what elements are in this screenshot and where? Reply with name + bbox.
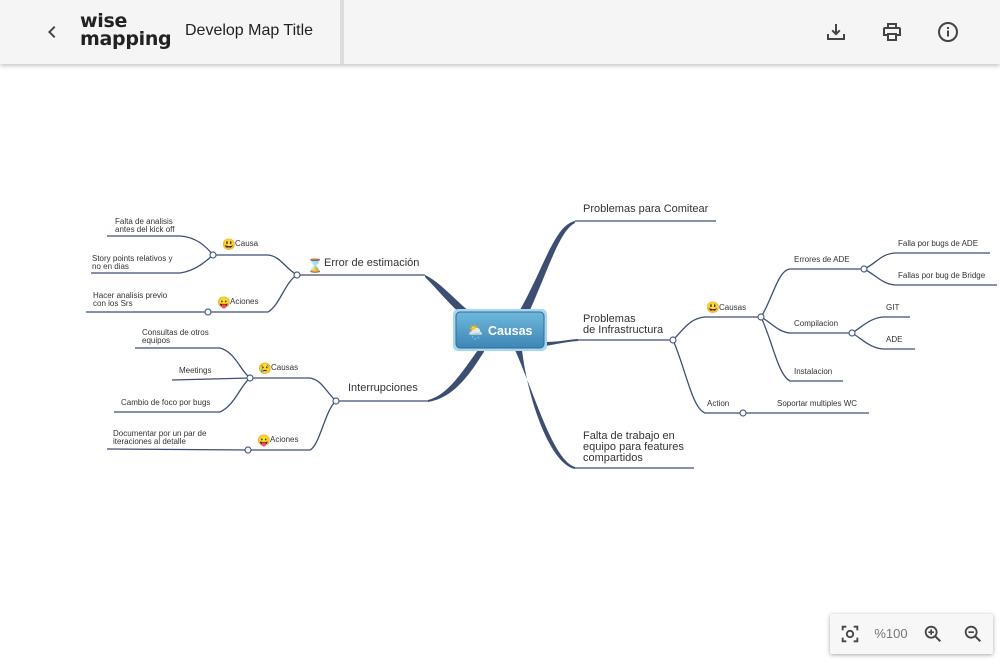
topic-interrupciones[interactable]: Interrupciones bbox=[348, 382, 418, 394]
topic-consultas-1[interactable]: Consultas de otros bbox=[142, 328, 209, 337]
topic-infra-causas[interactable]: Causas bbox=[719, 303, 746, 312]
topic-falla-bugs-ade[interactable]: Falla por bugs de ADE bbox=[898, 239, 978, 248]
hourglass-icon: ⌛ bbox=[307, 258, 323, 273]
top-toolbar: wise mapping Develop Map Title bbox=[0, 0, 1000, 64]
topic-falta-analisis-1[interactable]: Falta de analisis bbox=[115, 217, 173, 226]
topic-infra-line2[interactable]: de Infrastructura bbox=[583, 324, 664, 336]
topic-story-points-1[interactable]: Story points relativos y bbox=[92, 254, 172, 263]
logo-line-1: wise bbox=[80, 10, 128, 32]
topic-hacer-analisis-1[interactable]: Hacer analisis previo bbox=[93, 291, 168, 300]
topic-est-aciones[interactable]: Aciones bbox=[230, 297, 258, 306]
topic-est-causa[interactable]: Causa bbox=[235, 239, 259, 248]
print-button[interactable] bbox=[878, 18, 906, 46]
mindmap-canvas[interactable]: 🌦️ Causas Problemas para Comitear Proble… bbox=[0, 64, 1000, 664]
mindmap-svg: 🌦️ Causas Problemas para Comitear Proble… bbox=[86, 203, 997, 469]
export-button[interactable] bbox=[822, 18, 850, 46]
back-button[interactable] bbox=[38, 18, 66, 46]
zoom-out-icon bbox=[964, 625, 982, 643]
est-aciones-emoji: 😛 bbox=[217, 296, 231, 309]
topic-error-estimacion[interactable]: Error de estimación bbox=[324, 257, 419, 269]
zoom-controls: %100 bbox=[830, 614, 993, 654]
topic-problemas-comitear[interactable]: Problemas para Comitear bbox=[583, 203, 709, 215]
zoom-in-button[interactable] bbox=[921, 622, 945, 646]
chevron-left-icon bbox=[48, 26, 56, 38]
topic-infra-line1[interactable]: Problemas bbox=[583, 313, 636, 325]
est-causa-emoji: 😃 bbox=[222, 238, 236, 251]
topic-int-acciones[interactable]: Aciones bbox=[270, 435, 298, 444]
topic-documentar-1[interactable]: Documentar por un par de bbox=[113, 429, 207, 438]
zoom-level: %100 bbox=[874, 626, 908, 641]
toolbar-divider bbox=[340, 0, 344, 64]
central-topic[interactable]: 🌦️ Causas bbox=[453, 309, 547, 351]
center-focus-icon bbox=[841, 625, 859, 643]
main-branches bbox=[425, 221, 578, 469]
topic-falta-line2[interactable]: equipo para features bbox=[583, 441, 684, 453]
central-label: Causas bbox=[488, 324, 533, 338]
sub-branches bbox=[86, 220, 997, 469]
wisemapping-logo[interactable]: wise mapping bbox=[80, 10, 172, 52]
infra-causas-emoji: 😃 bbox=[706, 301, 720, 314]
zoom-out-button[interactable] bbox=[961, 622, 985, 646]
central-emoji: 🌦️ bbox=[466, 323, 485, 341]
info-button[interactable] bbox=[934, 18, 962, 46]
int-acciones-emoji: 😛 bbox=[257, 434, 271, 447]
topic-consultas-2[interactable]: equipos bbox=[142, 336, 170, 345]
topic-fallas-bug-bridge[interactable]: Fallas por bug de Bridge bbox=[898, 271, 986, 280]
topic-ade[interactable]: ADE bbox=[886, 335, 902, 344]
topic-meetings[interactable]: Meetings bbox=[179, 366, 211, 375]
topic-action[interactable]: Action bbox=[707, 399, 729, 408]
topic-documentar-2[interactable]: iteraciones al detalle bbox=[113, 437, 186, 446]
map-title[interactable]: Develop Map Title bbox=[185, 22, 314, 39]
topic-errores-ade[interactable]: Errores de ADE bbox=[794, 255, 850, 264]
topic-soportar-wc[interactable]: Soportar multiples WC bbox=[777, 399, 857, 408]
topic-falta-line1[interactable]: Falta de trabajo en bbox=[583, 430, 675, 442]
topic-cambio-foco[interactable]: Cambio de foco por bugs bbox=[121, 398, 210, 407]
topic-falta-analisis-2[interactable]: antes del kick off bbox=[115, 225, 175, 234]
info-icon bbox=[938, 22, 958, 42]
logo-line-2: mapping bbox=[80, 28, 172, 50]
topic-instalacion[interactable]: Instalacion bbox=[794, 367, 832, 376]
printer-icon bbox=[883, 23, 901, 41]
topic-falta-line3[interactable]: compartidos bbox=[583, 452, 643, 464]
zoom-in-icon bbox=[924, 625, 942, 643]
topic-int-causas[interactable]: Causas bbox=[271, 363, 298, 372]
topic-compilacion[interactable]: Compilacion bbox=[794, 319, 838, 328]
topic-git[interactable]: GIT bbox=[886, 303, 899, 312]
download-icon bbox=[827, 24, 845, 40]
topic-hacer-analisis-2[interactable]: con los Srs bbox=[93, 299, 133, 308]
junction-dots bbox=[204, 251, 868, 454]
fit-to-screen-button[interactable] bbox=[838, 622, 862, 646]
topic-story-points-2[interactable]: no en dias bbox=[92, 262, 129, 271]
int-causas-emoji: 😢 bbox=[258, 362, 272, 375]
